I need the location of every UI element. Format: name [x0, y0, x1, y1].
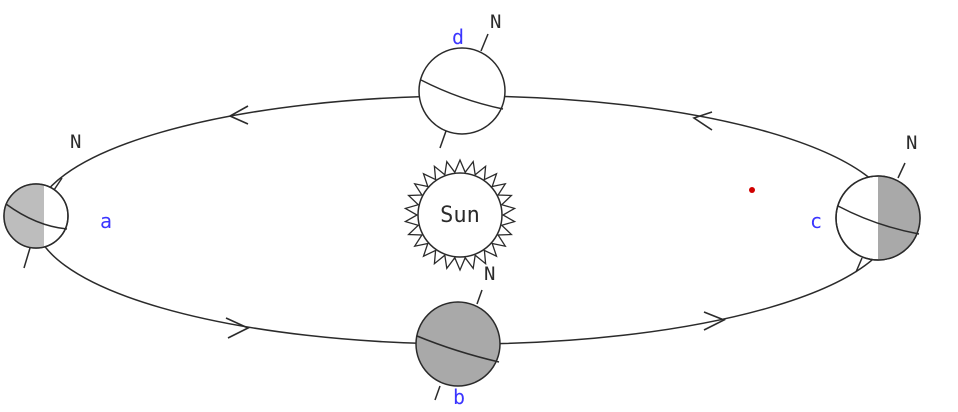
earth-c-north-label: N: [906, 132, 917, 154]
earth-a-axis-south: [23, 247, 31, 269]
earth-position-b: N b: [415, 263, 501, 409]
earth-a-night-side: [4, 184, 44, 248]
earth-position-d: N d: [418, 11, 506, 149]
earth-d-equator: [420, 79, 504, 110]
arrow-top-right: [692, 111, 713, 131]
earth-c-axis-south: [855, 257, 863, 273]
earth-b-equator: [416, 335, 500, 363]
earth-c-night-side: [878, 176, 920, 260]
sun: Sun: [403, 158, 517, 272]
earth-d-north-label: N: [490, 11, 501, 33]
arrow-top-left: [228, 105, 249, 125]
position-b-label: b: [453, 385, 465, 409]
earth-d-axis-north: [480, 33, 489, 52]
earth-b-axis-north: [476, 289, 483, 305]
earth-position-a: N a: [3, 131, 112, 269]
sun-rays: [403, 158, 517, 272]
position-c-label: c: [810, 209, 822, 233]
position-a-label: a: [100, 209, 112, 233]
arrow-bottom-right: [703, 311, 726, 331]
position-d-label: d: [452, 25, 464, 49]
red-dot: [749, 187, 755, 193]
earth-a-north-label: N: [70, 131, 81, 153]
arrow-bottom-left: [225, 317, 250, 339]
sun-disk: [417, 172, 503, 258]
earth-b-axis-south: [434, 385, 441, 401]
earth-d-axis-south: [439, 130, 447, 149]
earth-b-north-label: N: [484, 263, 495, 285]
sun-label: Sun: [440, 203, 480, 228]
earth-b-globe: [415, 301, 501, 387]
earth-c-axis-north: [897, 162, 906, 179]
earth-c-equator: [837, 205, 920, 235]
orbit-direction-arrows: [225, 105, 726, 339]
earth-a-axis-north: [53, 177, 63, 191]
earth-a-equator: [5, 203, 68, 230]
earth-d-globe: [418, 47, 506, 135]
